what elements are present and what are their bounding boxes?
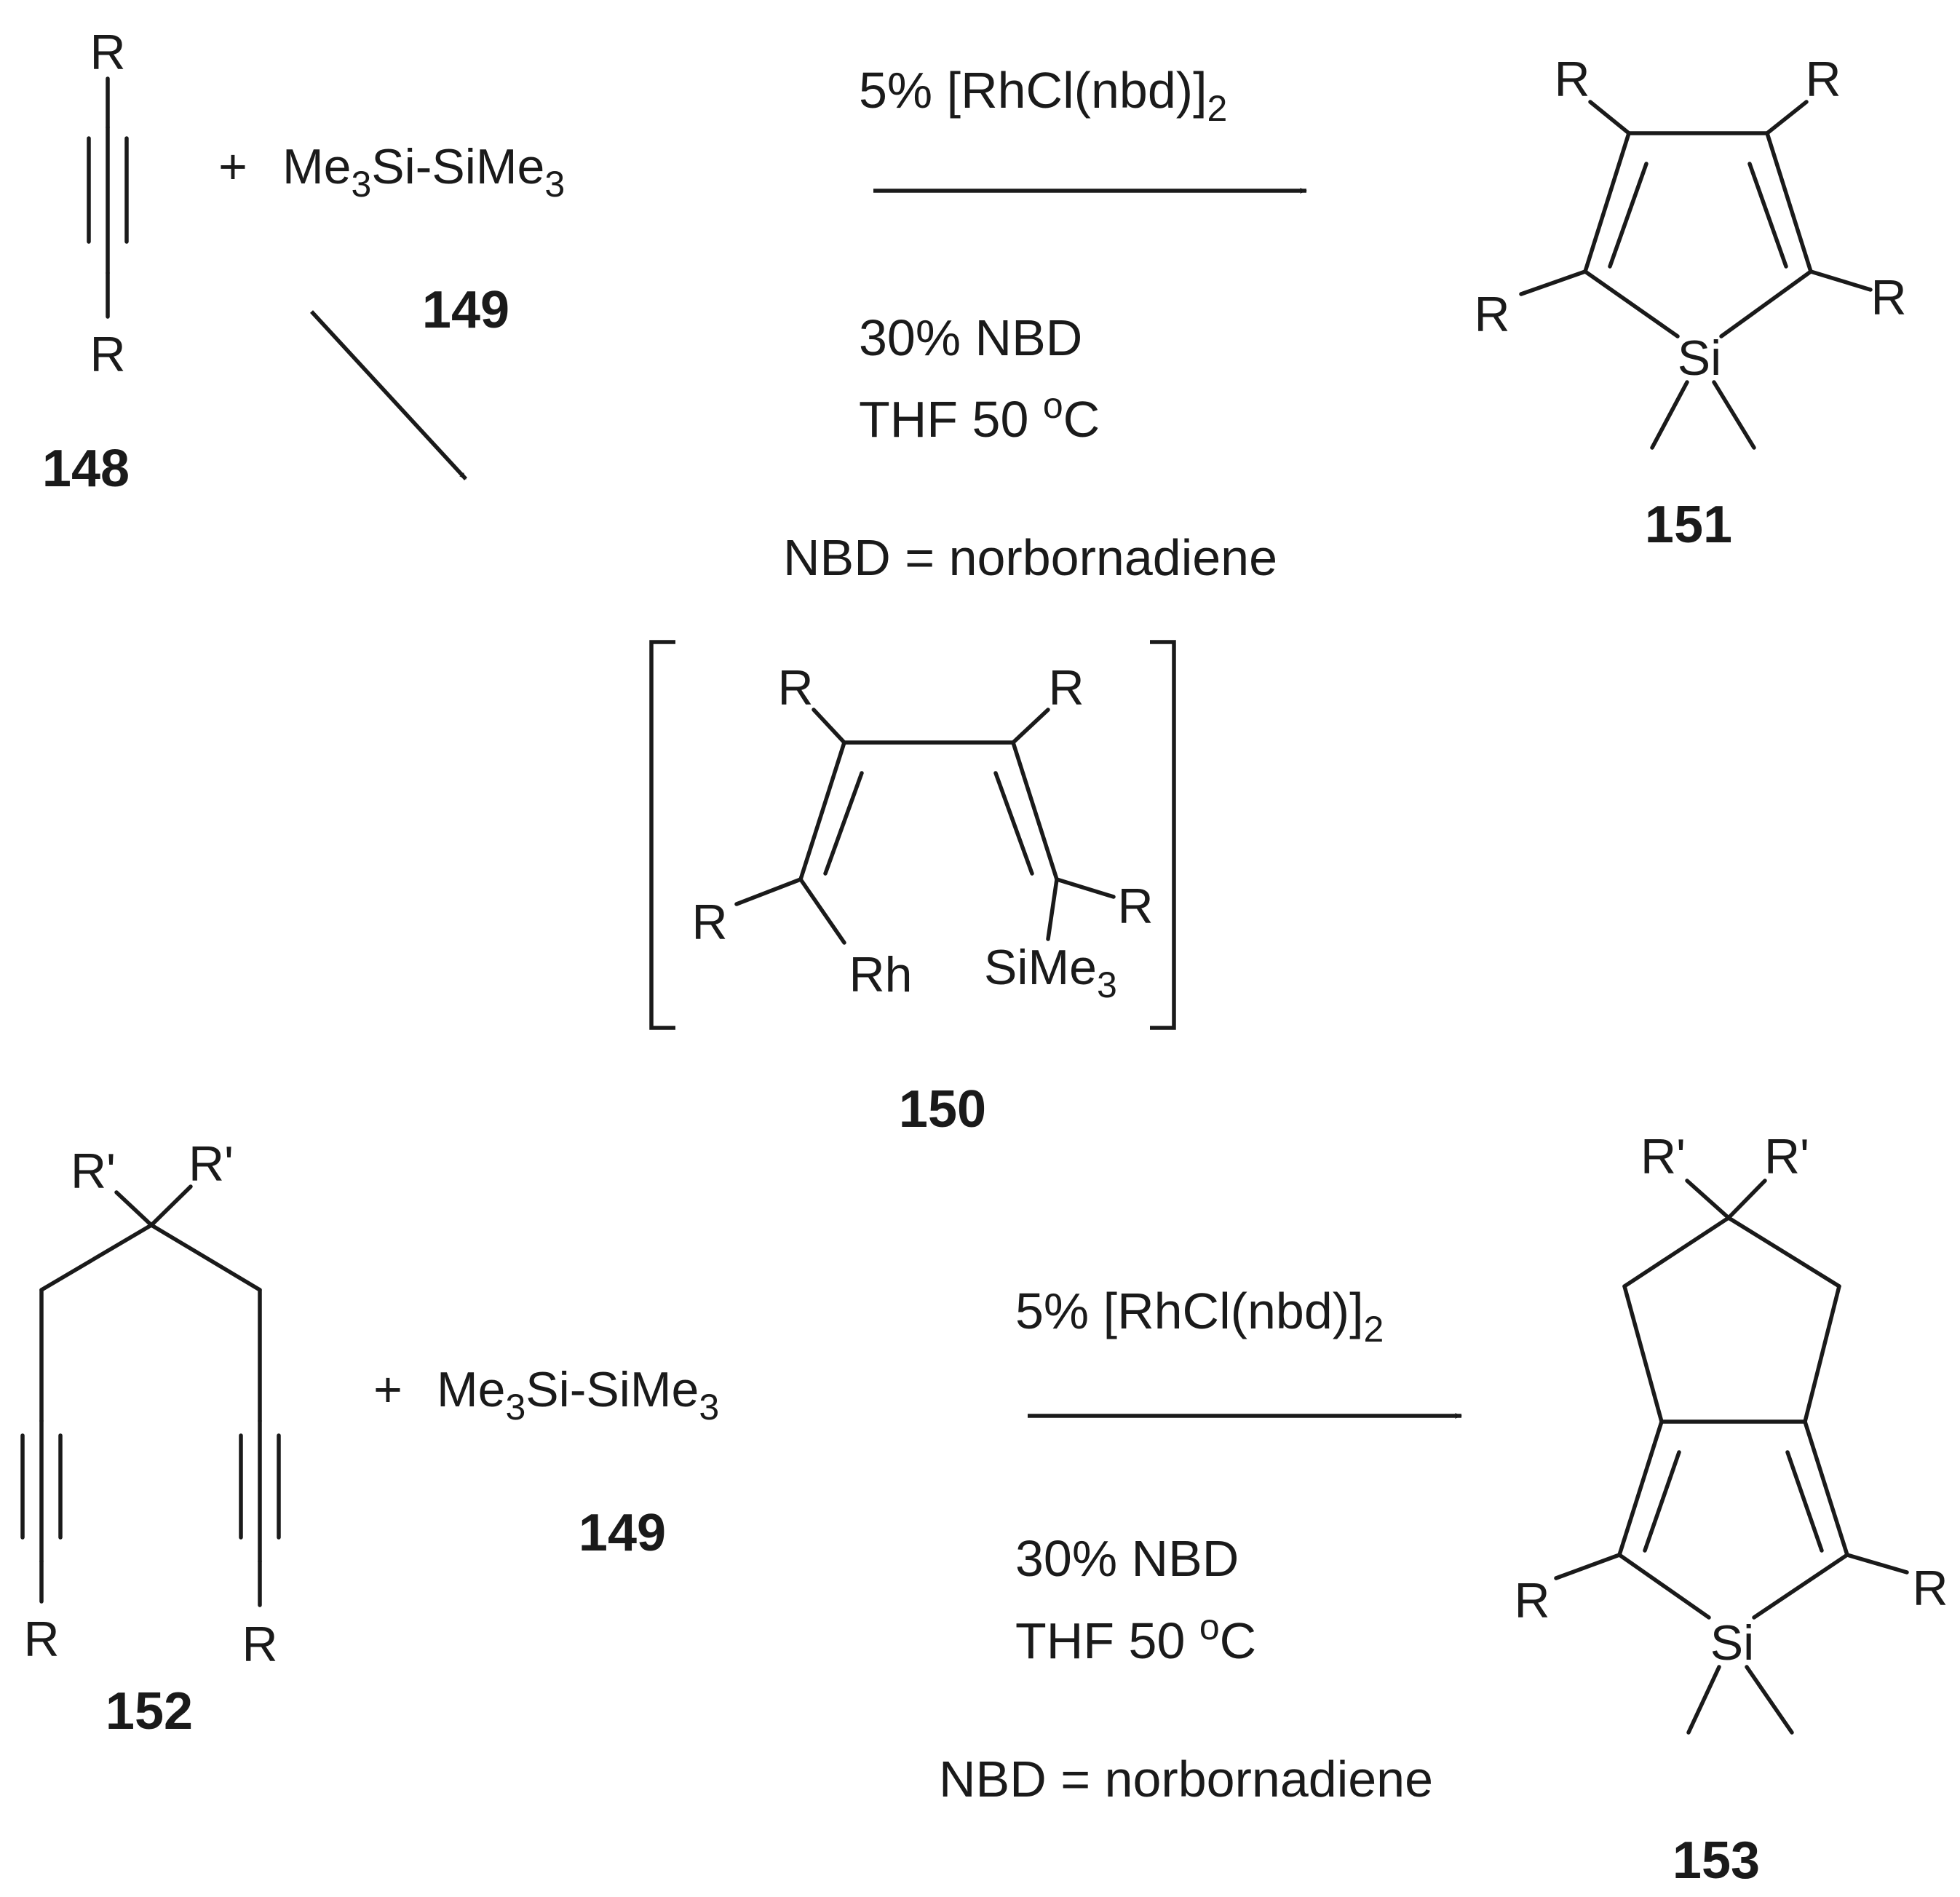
bond-double-inner	[1747, 162, 1788, 269]
atom-si-label: Si	[1678, 330, 1721, 386]
bond	[1809, 269, 1873, 292]
compound-150-structure: R R R R Rh SiMe3	[649, 640, 1176, 1030]
compound-number-150: 150	[899, 1080, 986, 1138]
atom-r-label: R	[1870, 270, 1906, 325]
compound-153-structure: R' R' R R Si	[1514, 1129, 1948, 1735]
atom-r-label: R	[1048, 660, 1084, 716]
reagent-disilane: Me3Si-SiMe3	[282, 139, 565, 205]
definition-text: NBD = norbornadiene	[783, 529, 1277, 586]
atom-si-label: Si	[1710, 1615, 1754, 1671]
atom-r-label: R	[1474, 287, 1509, 342]
plus-sign: +	[373, 1362, 402, 1417]
bond-double-inner	[823, 771, 864, 876]
bond	[1765, 100, 1809, 135]
bond	[1752, 1553, 1849, 1620]
atom-r-label: R	[23, 1612, 59, 1667]
bond	[1011, 708, 1050, 745]
bond	[1617, 1553, 1711, 1620]
definition-text: NBD = norbornadiene	[939, 1751, 1433, 1807]
atom-r-label: R	[242, 1617, 277, 1672]
bond	[1845, 1553, 1909, 1575]
atom-r-label: R	[1805, 52, 1841, 107]
compound-148-structure: R R	[87, 25, 129, 382]
bond	[1726, 1179, 1767, 1220]
catalyst-text: 5% [RhCl(nbd)]2	[1015, 1283, 1384, 1350]
compound-152-structure: R' R' R R	[20, 1136, 281, 1672]
atom-r-label: R	[90, 327, 125, 382]
bond-double-inner	[1785, 1450, 1824, 1553]
bond	[1622, 1216, 1731, 1288]
bond-double-outer	[1765, 131, 1813, 274]
bond	[812, 708, 846, 745]
atom-r-label: R	[1514, 1573, 1550, 1628]
bond	[1719, 269, 1813, 338]
atom-rprime-label: R'	[1764, 1129, 1809, 1184]
bond-methyl	[1712, 380, 1756, 450]
atom-r-label: R	[1117, 879, 1153, 934]
bond-methyl	[1686, 1665, 1721, 1735]
bond	[1588, 100, 1631, 135]
atom-rprime-label: R'	[71, 1144, 116, 1199]
bond	[1046, 877, 1059, 941]
atom-rprime-label: R'	[1640, 1129, 1686, 1184]
bond	[734, 877, 803, 906]
compound-number-149: 149	[579, 1504, 666, 1562]
bond	[1554, 1553, 1622, 1580]
bond-double-outer	[798, 740, 846, 882]
bond-double-inner	[1643, 1450, 1681, 1553]
bond	[1055, 877, 1116, 899]
bond-double-outer	[1583, 131, 1631, 274]
bracket-left	[649, 640, 675, 1030]
bond	[149, 1223, 262, 1292]
bond	[149, 1184, 193, 1227]
bond-double-inner	[1608, 162, 1648, 269]
compound-number-151: 151	[1645, 496, 1732, 554]
atom-r-label: R	[1912, 1561, 1948, 1616]
bond	[798, 877, 846, 945]
bond	[1622, 1284, 1664, 1424]
compound-number-149: 149	[422, 281, 509, 339]
additive-text: 30% NBD	[1015, 1530, 1239, 1587]
bond	[39, 1223, 154, 1292]
compound-number-153: 153	[1673, 1831, 1760, 1890]
solvent-temperature-text: THF 50 oC	[859, 385, 1100, 448]
compound-151-structure: R R R R Si	[1474, 52, 1907, 450]
bond-double-outer	[1011, 740, 1059, 882]
bond-methyl	[1650, 380, 1689, 450]
atom-r-label: R	[777, 660, 813, 716]
compound-number-148: 148	[42, 440, 130, 498]
group-sime3-label: SiMe3	[984, 940, 1117, 1005]
bond-double-outer	[1803, 1419, 1849, 1557]
bond	[1583, 269, 1680, 338]
bond	[1803, 1284, 1841, 1424]
atom-r-label: R	[691, 895, 727, 950]
atom-r-label: R	[90, 25, 125, 80]
atom-rprime-label: R'	[189, 1136, 234, 1192]
catalyst-text: 5% [RhCl(nbd)]2	[859, 62, 1227, 129]
bond	[1519, 269, 1587, 296]
reaction-arrow-intermediate	[309, 310, 468, 480]
bond	[1726, 1216, 1841, 1288]
solvent-temperature-text: THF 50 oC	[1015, 1607, 1256, 1669]
bond	[114, 1190, 154, 1227]
bond-methyl	[1745, 1665, 1794, 1735]
atom-rh-label: Rh	[849, 947, 913, 1002]
plus-sign: +	[218, 139, 247, 194]
bond-double-inner	[993, 771, 1034, 876]
compound-number-152: 152	[106, 1682, 193, 1740]
bond	[1685, 1179, 1731, 1220]
reagent-disilane: Me3Si-SiMe3	[437, 1362, 719, 1427]
bond-double-outer	[1617, 1419, 1664, 1557]
atom-r-label: R	[1554, 52, 1590, 107]
additive-text: 30% NBD	[859, 309, 1082, 366]
bracket-right	[1150, 640, 1176, 1030]
